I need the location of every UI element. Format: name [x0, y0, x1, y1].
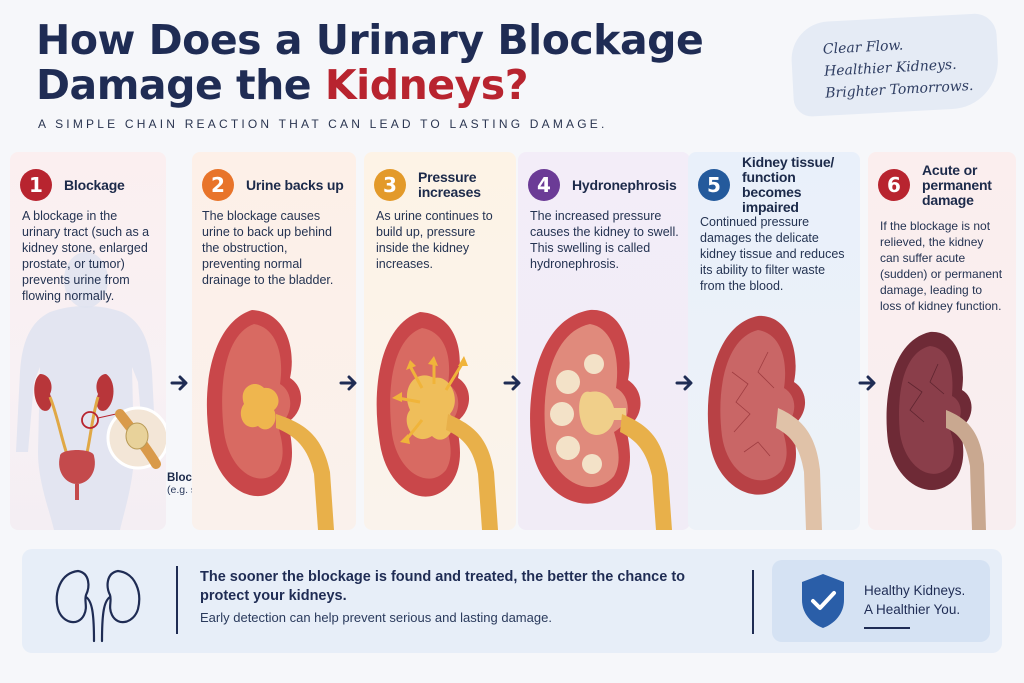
damaged-kidney-illustration	[707, 315, 822, 530]
shield-check-icon	[802, 574, 844, 628]
chevron-right-arrow-icon	[170, 375, 188, 391]
step-panels: 1 Blockage A blockage in the urinary tra…	[10, 152, 1016, 530]
banner-sub-message: Early detection can help prevent serious…	[200, 610, 552, 625]
step-description-6: If the blockage is not relieved, the kid…	[880, 219, 1003, 313]
step-panel-1: 1 Blockage A blockage in the urinary tra…	[10, 152, 166, 530]
step-panel-5: 5 Kidney tissue/ function becomes impair…	[688, 152, 860, 530]
tagline: Clear Flow. Healthier Kidneys. Brighter …	[822, 29, 1005, 104]
step-title-5: Kidney tissue/ function becomes impaired	[742, 154, 835, 215]
step-number-1: 1	[20, 169, 52, 201]
chevron-right-arrow-icon	[675, 375, 693, 391]
step-header-4: 4 Hydronephrosis	[528, 162, 682, 208]
step-number-6: 6	[878, 169, 910, 201]
step-title-1: Blockage	[64, 176, 125, 193]
step-number-5: 5	[698, 169, 730, 201]
title-line-2-prefix: Damage the	[36, 61, 325, 109]
step-description-4: The increased pressure causes the kidney…	[530, 209, 679, 271]
step-panel-4: 4 Hydronephrosis The increased pressure …	[518, 152, 690, 530]
healthy-underline	[864, 627, 910, 629]
kidney-illustration-2	[206, 310, 334, 530]
banner-main-message: The sooner the blockage is found and tre…	[200, 569, 686, 604]
body-blockage-illustration	[16, 252, 166, 530]
step-header-3: 3 Pressure increases	[374, 162, 508, 208]
title-line-1: How Does a Urinary Blockage	[36, 16, 704, 64]
kidney-pressure-illustration	[376, 312, 498, 530]
step-header-5: 5 Kidney tissue/ function becomes impair…	[698, 155, 852, 215]
step-panel-6: 6 Acute or permanent damage If the block…	[868, 152, 1016, 530]
step-title-2: Urine backs up	[246, 176, 344, 193]
step-header-2: 2 Urine backs up	[202, 162, 348, 208]
healthy-kidneys-text: Healthy Kidneys. A Healthier You.	[864, 581, 965, 619]
step-title-6: Acute or permanent damage	[922, 161, 992, 208]
kidneys-outline-icon	[55, 569, 141, 643]
step-description-3: As urine continues to build up, pressure…	[376, 209, 493, 271]
banner-divider	[752, 570, 754, 634]
step-description-1: A blockage in the urinary tract (such as…	[22, 209, 150, 303]
step-panel-2: 2 Urine backs up The blockage causes uri…	[192, 152, 356, 530]
step-title-3: Pressure increases	[418, 169, 481, 200]
step-title-4: Hydronephrosis	[572, 176, 677, 193]
chevron-right-arrow-icon	[858, 375, 876, 391]
chevron-right-arrow-icon	[339, 375, 357, 391]
healthy-line-1: Healthy Kidneys.	[864, 583, 966, 598]
title-line-2: Damage the Kidneys?	[36, 63, 756, 108]
banner-divider	[176, 566, 178, 634]
step-number-4: 4	[528, 169, 560, 201]
page-title: How Does a Urinary Blockage Damage the K…	[36, 18, 756, 108]
page-subtitle: A SIMPLE CHAIN REACTION THAT CAN LEAD TO…	[38, 117, 608, 131]
chevron-right-arrow-icon	[503, 375, 521, 391]
hydronephrosis-illustration	[530, 309, 672, 530]
failing-kidney-illustration	[886, 331, 986, 530]
step-panel-3: 3 Pressure increases As urine continues …	[364, 152, 516, 530]
step-header-6: 6 Acute or permanent damage	[878, 162, 1008, 208]
step-number-3: 3	[374, 169, 406, 201]
step-number-2: 2	[202, 169, 234, 201]
step-header-1: 1 Blockage	[20, 162, 158, 208]
title-highlight: Kidneys?	[324, 61, 529, 109]
step-description-2: The blockage causes urine to back up beh…	[202, 209, 334, 287]
healthy-line-2: A Healthier You.	[864, 602, 961, 617]
step-description-5: Continued pressure damages the delicate …	[700, 215, 845, 293]
